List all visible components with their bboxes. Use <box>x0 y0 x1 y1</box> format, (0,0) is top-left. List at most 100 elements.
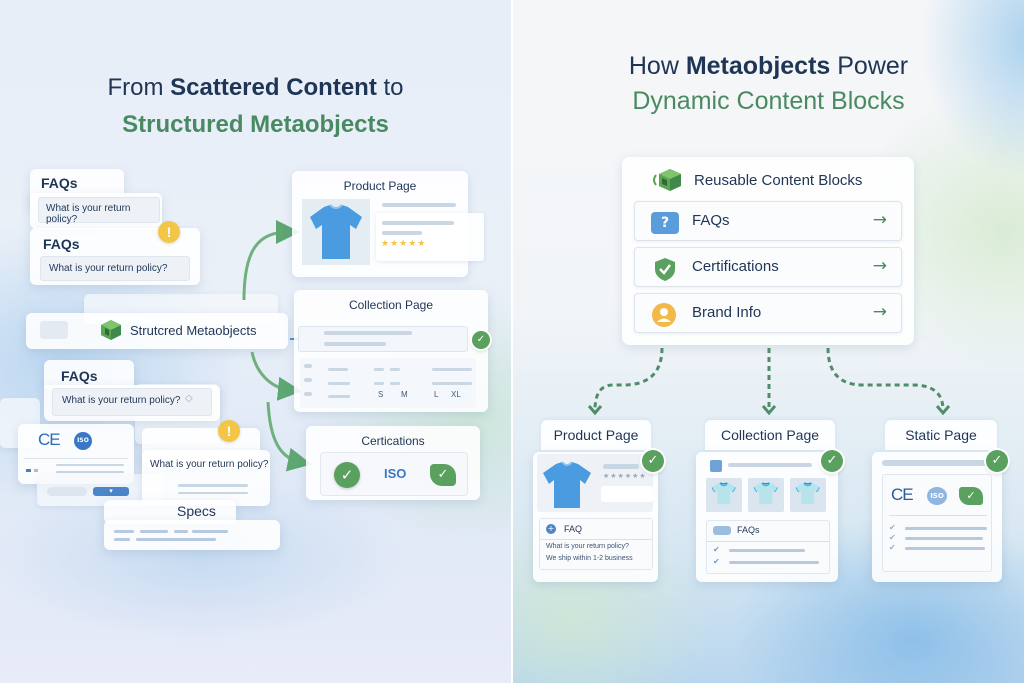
dot-icon <box>34 469 38 472</box>
block-item-faqs[interactable]: ? FAQs → <box>634 201 902 241</box>
card-title: Product Page <box>343 179 417 193</box>
faq-question: What is your return policy? <box>49 263 168 274</box>
shield-check-icon: ✓ <box>959 487 983 505</box>
product-page-card[interactable]: Product Page ★★★★★ <box>292 171 484 277</box>
dotted-connectors <box>587 347 951 416</box>
product-page-preview[interactable]: ★★★★★★ + FAQ What is your return policy?… <box>533 452 658 582</box>
tshirt-icon <box>310 204 362 259</box>
text-line <box>328 382 350 385</box>
divider <box>889 515 987 516</box>
text-line <box>178 492 248 494</box>
row-icon <box>304 378 312 382</box>
dropdown-button[interactable]: ▾ <box>93 487 129 496</box>
arrow-right-icon: → <box>872 302 887 322</box>
check-icon: ✔ <box>713 545 720 554</box>
collection-page-card[interactable]: Collection Page S M L XL <box>294 290 488 412</box>
title-text-bold: Metaobjects <box>685 52 831 80</box>
dot-icon <box>26 469 31 472</box>
text-line <box>328 395 350 398</box>
arrow-to-product-page <box>242 220 300 301</box>
text-line <box>390 382 400 385</box>
question-icon: ? <box>651 212 679 234</box>
divider <box>540 539 652 540</box>
collection-page-tab[interactable]: Collection Page <box>705 420 835 450</box>
title-text-bold: Scattered Content <box>170 74 377 101</box>
product-thumb: 👕 <box>790 478 826 512</box>
tshirt-icon <box>543 461 591 508</box>
text-line <box>905 537 983 540</box>
static-page-preview[interactable]: CE ISO ✓ ✔ ✔ ✔ <box>872 452 1002 582</box>
logo-square <box>710 460 722 472</box>
text-line <box>728 463 812 467</box>
metaobjects-hub[interactable]: Strutcred Metaobjects <box>26 313 288 349</box>
text-line <box>324 331 412 335</box>
specs-heading: Specs <box>177 503 216 519</box>
certifications-card[interactable]: Certications ✓ ISO ✓ <box>306 426 480 500</box>
text-line <box>390 368 400 371</box>
connector-to-product-page <box>593 347 664 411</box>
product-thumb: 👕 <box>706 478 742 512</box>
faq-heading: FAQs <box>61 368 98 384</box>
faq-question: What is your return policy? <box>46 203 131 225</box>
blocks-title: Reusable Content Blocks <box>694 172 863 189</box>
text-line <box>729 561 819 564</box>
warning-icon: ! <box>158 221 180 243</box>
block-item-certifications[interactable]: Certifications → <box>634 247 902 287</box>
faq-question: What is your return policy? <box>150 459 269 470</box>
size-s: S <box>378 390 384 399</box>
cube-icon <box>101 320 121 340</box>
check-cert-icon: ✓ <box>334 462 360 488</box>
check-badge-icon: ✓ <box>986 450 1008 472</box>
divider <box>707 541 829 542</box>
iso-icon: ISO <box>927 487 947 505</box>
shield-check-icon <box>655 258 675 281</box>
block-label: Brand Info <box>692 304 762 321</box>
text-line <box>140 530 168 533</box>
check-icon: ✔ <box>889 543 896 552</box>
collection-page-preview[interactable]: 👕 👕 👕 FAQs ✔ ✔ <box>696 452 838 582</box>
toggle-pill[interactable] <box>47 487 87 496</box>
warning-icon: ! <box>218 420 240 442</box>
collection-header-row <box>298 326 468 352</box>
block-item-brand-info[interactable]: Brand Info → <box>634 293 902 333</box>
text-line <box>136 538 216 541</box>
faq-question: What is your return policy? <box>546 543 629 550</box>
iso-icon: ISO <box>74 432 92 450</box>
user-icon <box>652 303 676 327</box>
rating-stars: ★★★★★ <box>381 239 427 249</box>
text-line <box>905 527 987 530</box>
text-line <box>603 464 639 469</box>
iso-icon: ISO <box>384 466 407 481</box>
cube-icon <box>653 169 681 191</box>
block-label: FAQs <box>692 212 730 229</box>
faq-answer: We ship within 1-2 business <box>546 555 633 562</box>
right-title-line1: How Metaobjects Power <box>513 52 1024 81</box>
faq-question-box <box>38 197 160 223</box>
faq-heading: FAQs <box>41 175 78 191</box>
text-line <box>178 484 248 487</box>
title-text: Power <box>830 52 909 80</box>
static-page-tab[interactable]: Static Page <box>885 420 997 450</box>
check-badge-icon: ✓ <box>821 450 843 472</box>
cert-content-box: CE ISO ✓ ✔ ✔ ✔ <box>882 474 992 572</box>
size-m: M <box>401 390 408 399</box>
rating-stars: ★★★★★★ <box>603 472 647 480</box>
left-title-line2: Structured Metaobjects <box>122 111 389 138</box>
faq-question-box <box>52 388 212 416</box>
ce-mark-icon: CE <box>38 430 61 449</box>
row-icon <box>304 392 312 396</box>
text-line <box>56 464 124 466</box>
product-page-tab[interactable]: Product Page <box>541 420 651 450</box>
right-title-line2: Dynamic Content Blocks <box>632 87 905 115</box>
product-thumb: 👕 <box>748 478 784 512</box>
faq-card <box>142 450 270 506</box>
row-icon <box>304 364 312 368</box>
reusable-blocks-card: Reusable Content Blocks ? FAQs → Certifi… <box>622 157 914 345</box>
ce-mark-icon: CE <box>891 485 914 504</box>
divider <box>24 458 128 459</box>
faq-label: FAQ <box>564 524 583 534</box>
faq-block: + FAQ What is your return policy? We shi… <box>539 518 653 570</box>
text-line <box>432 382 472 385</box>
faq-tag-icon <box>713 526 731 535</box>
shield-check-icon: ✓ <box>430 464 456 486</box>
